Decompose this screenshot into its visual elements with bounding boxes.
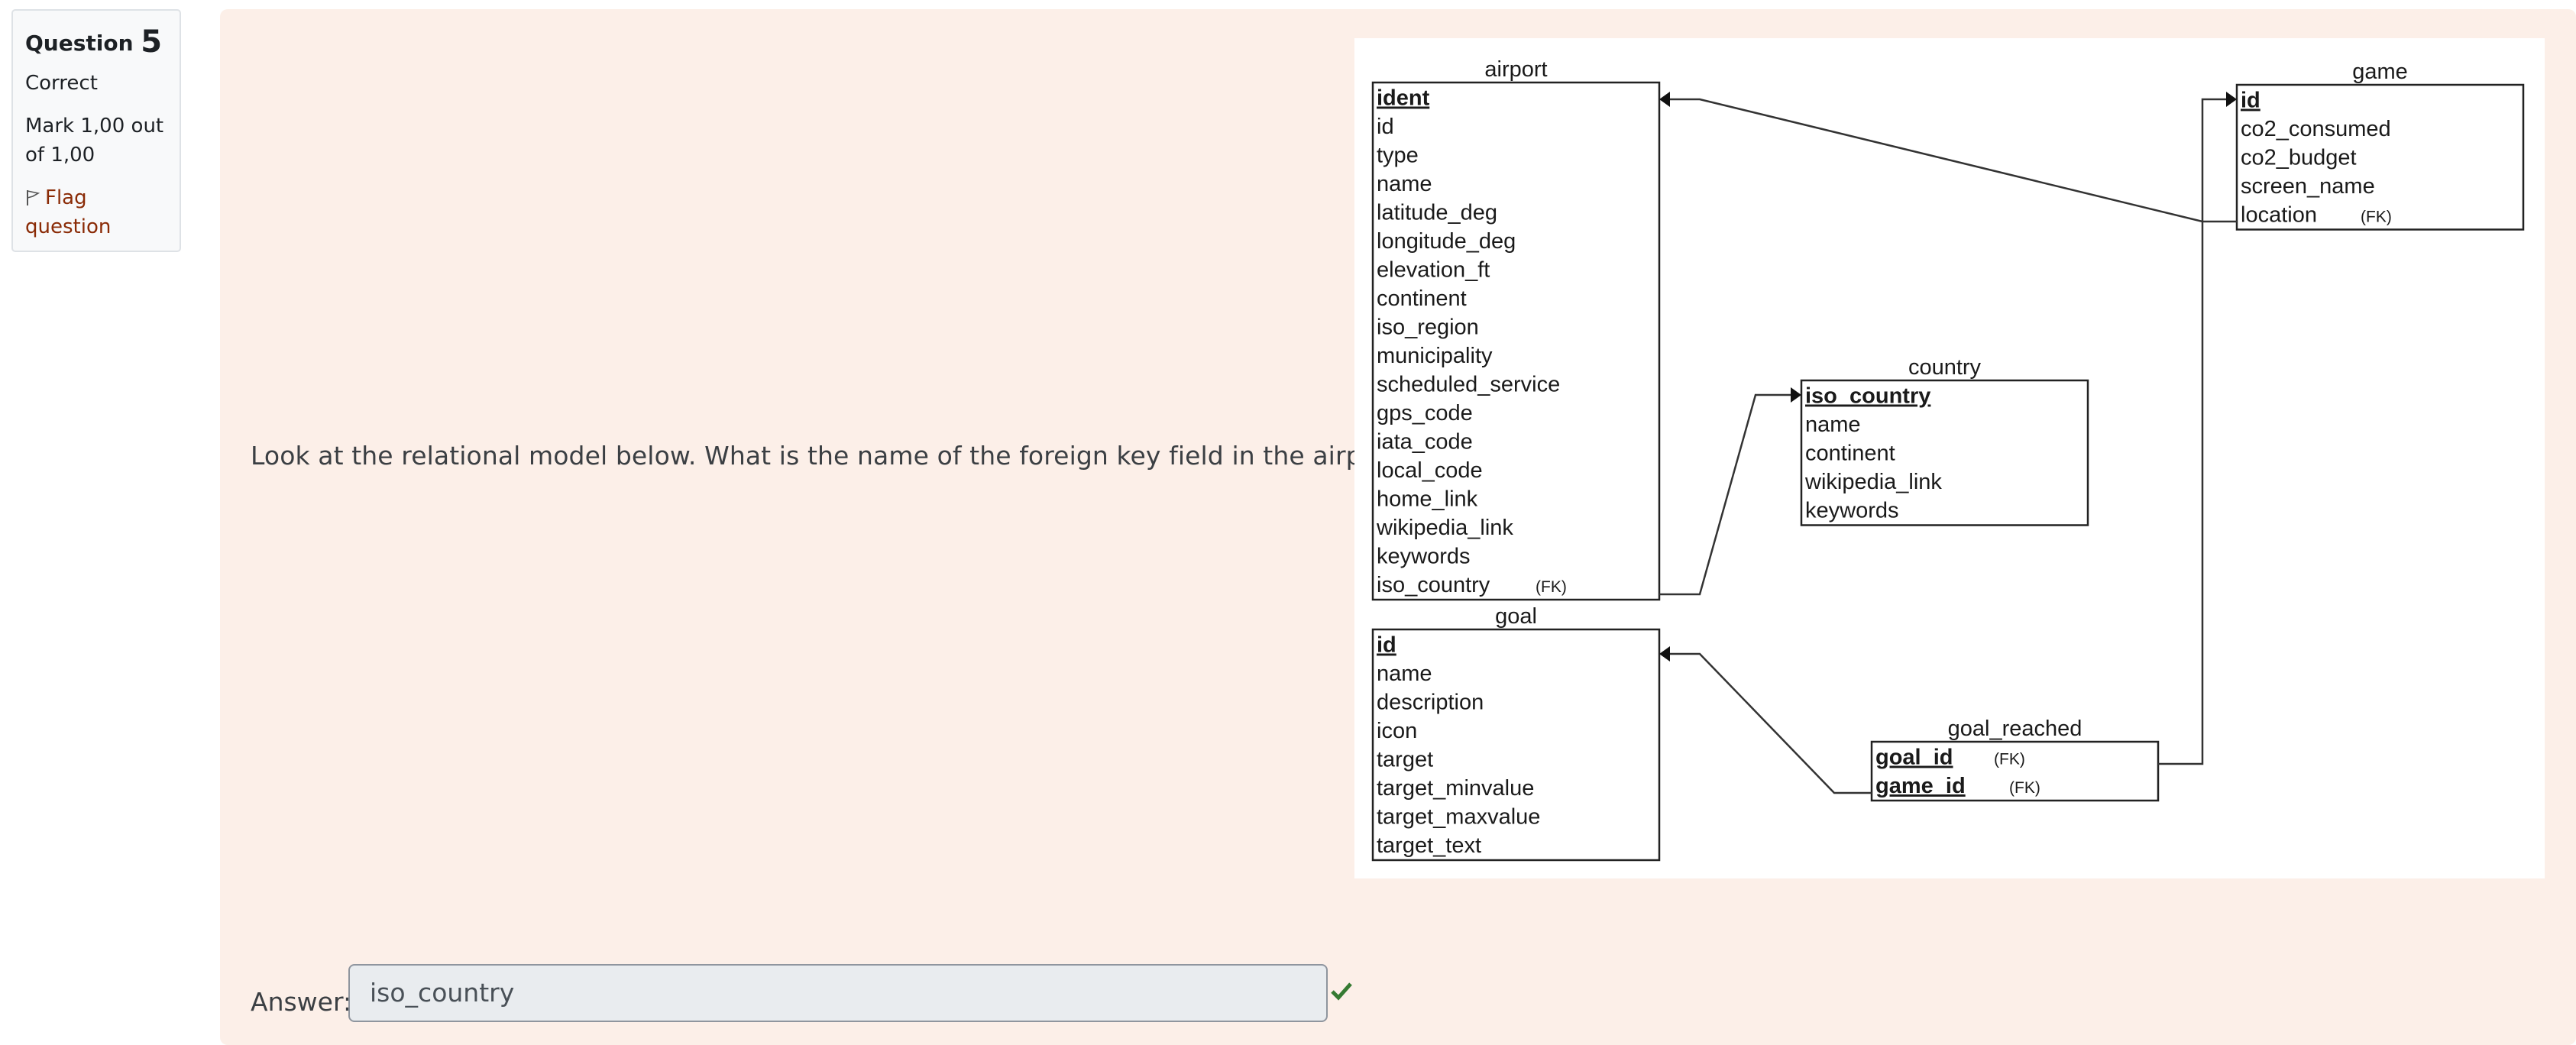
airport-field-continent: continent bbox=[1377, 286, 1467, 311]
airport-field-municipality: municipality bbox=[1377, 344, 1493, 368]
goal_reached-field-goal_id: goal_id bbox=[1875, 746, 1953, 770]
country-field-keywords: keywords bbox=[1805, 499, 1899, 523]
goal_reached-table-box bbox=[1870, 740, 2160, 802]
goal-field-id: id bbox=[1377, 633, 1396, 658]
goal-table-box bbox=[1371, 628, 1661, 862]
airport-field-iso_region: iso_region bbox=[1377, 315, 1479, 340]
relationship-goal-reached-goal-line bbox=[1665, 652, 1872, 794]
relationship-goal-reached-game-arrow bbox=[2226, 92, 2237, 107]
goal-field-target_minvalue: target_minvalue bbox=[1377, 776, 1534, 801]
goal_reached-fk-tag-game_id: (FK) bbox=[2009, 779, 2040, 797]
question-word: Question bbox=[25, 31, 134, 56]
airport-field-elevation_ft: elevation_ft bbox=[1377, 258, 1490, 283]
question-number: Question 5 bbox=[25, 24, 167, 60]
question-text: Look at the relational model below. What… bbox=[251, 441, 1484, 471]
game-field-co2_budget: co2_budget bbox=[2241, 146, 2357, 170]
country-field-name: name bbox=[1805, 412, 1861, 437]
game-field-co2_consumed: co2_consumed bbox=[2241, 117, 2391, 141]
question-state: Correct bbox=[25, 72, 98, 95]
relationship-game-airport-line bbox=[1665, 98, 2237, 223]
airport-field-type: type bbox=[1377, 144, 1419, 168]
answer-input[interactable]: iso_country bbox=[348, 964, 1328, 1022]
airport-field-keywords: keywords bbox=[1377, 545, 1471, 569]
country-field-iso_country: iso_country bbox=[1805, 384, 1930, 409]
question-content: Look at the relational model below. What… bbox=[220, 9, 2576, 1045]
game-table-box bbox=[2235, 83, 2525, 231]
country-field-wikipedia_link: wikipedia_link bbox=[1804, 470, 1942, 494]
airport-field-name: name bbox=[1377, 172, 1432, 196]
airport-field-iso_country: iso_country bbox=[1377, 573, 1490, 597]
game-fk-tag-location: (FK) bbox=[2361, 209, 2392, 226]
country-table-box bbox=[1800, 379, 2089, 526]
relational-model-svg: airport ident id type name latitude_deglongit… bbox=[1371, 57, 2525, 862]
goal_reached-field-game_id: game_id bbox=[1875, 774, 1966, 798]
airport-table-box bbox=[1371, 81, 1661, 601]
game-field-location: location bbox=[2241, 203, 2317, 228]
goal-field-target_text: target_text bbox=[1377, 833, 1481, 858]
relationship-airport-country-arrow bbox=[1791, 387, 1801, 403]
airport-field-latitude_deg: latitude_deg bbox=[1377, 201, 1497, 225]
airport-field-id: id bbox=[1377, 115, 1394, 139]
relationship-game-airport-arrow bbox=[1659, 92, 1670, 107]
flag-question-label: Flag question bbox=[25, 186, 112, 238]
relationship-goal-reached-game-line bbox=[2158, 98, 2231, 765]
country-field-continent: continent bbox=[1805, 442, 1895, 466]
airport-field-ident: ident bbox=[1377, 86, 1430, 111]
airport-field-longitude_deg: longitude_deg bbox=[1377, 229, 1516, 254]
relationship-goal-reached-goal-arrow bbox=[1659, 646, 1670, 662]
flag-icon bbox=[27, 190, 40, 205]
question-number-value: 5 bbox=[141, 24, 163, 60]
country-table-title: country bbox=[1908, 355, 1982, 380]
answer-label: Answer: bbox=[251, 987, 352, 1017]
goal_reached-table-title: goal_reached bbox=[1948, 717, 2082, 741]
check-icon bbox=[1331, 982, 1352, 1001]
question-info-panel: Question 5 Correct Mark 1,00 out of 1,00… bbox=[11, 9, 181, 252]
airport-field-local_code: local_code bbox=[1377, 458, 1483, 483]
game-field-screen_name: screen_name bbox=[2241, 174, 2375, 199]
airport-table-title: airport bbox=[1484, 57, 1547, 82]
question-grade: Mark 1,00 out of 1,00 bbox=[25, 115, 164, 167]
airport-field-scheduled_service: scheduled_service bbox=[1377, 373, 1560, 397]
airport-field-wikipedia_link: wikipedia_link bbox=[1376, 516, 1513, 540]
goal-field-target_maxvalue: target_maxvalue bbox=[1377, 805, 1540, 830]
game-table-title: game bbox=[2352, 60, 2408, 84]
goal-table-title: goal bbox=[1495, 604, 1537, 629]
goal-field-target: target bbox=[1377, 748, 1433, 772]
airport-field-gps_code: gps_code bbox=[1377, 401, 1473, 425]
goal-field-description: description bbox=[1377, 691, 1484, 715]
game-field-id: id bbox=[2241, 89, 2260, 113]
flag-question-link[interactable]: Flag question bbox=[25, 183, 167, 241]
airport-field-home_link: home_link bbox=[1377, 487, 1478, 512]
airport-fk-tag-iso_country: (FK) bbox=[1536, 578, 1567, 596]
goal-field-icon: icon bbox=[1377, 719, 1417, 743]
airport-field-iata_code: iata_code bbox=[1377, 430, 1473, 455]
goal_reached-fk-tag-goal_id: (FK) bbox=[1994, 751, 2025, 768]
relationship-airport-country-line bbox=[1659, 393, 1796, 596]
goal-field-name: name bbox=[1377, 662, 1432, 686]
